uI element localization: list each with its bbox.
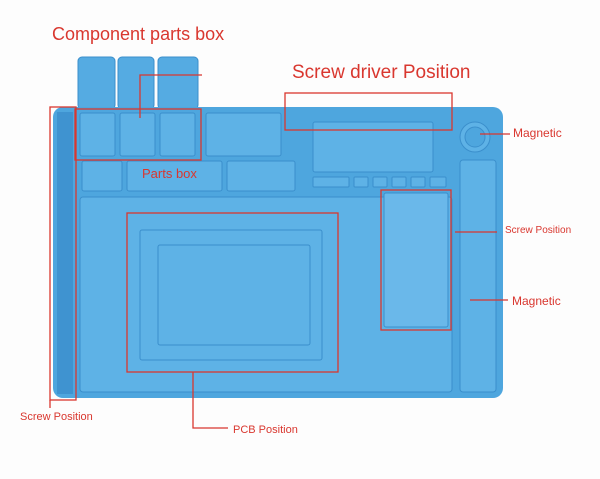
- annotation-lines: [49, 74, 510, 429]
- label-screw-position-left: Screw Position: [20, 411, 93, 423]
- mat-compartments: [79, 112, 497, 393]
- label-magnetic-top: Magnetic: [513, 126, 562, 140]
- label-magnetic-right: Magnetic: [512, 294, 561, 308]
- label-parts-box: Parts box: [142, 166, 197, 181]
- label-pcb-position: PCB Position: [233, 424, 298, 436]
- component-boxes: [77, 56, 199, 110]
- label-component-parts-box: Component parts box: [52, 24, 225, 44]
- label-screw-position-right: Screw Position: [505, 225, 572, 236]
- left-screw-strip: [57, 112, 73, 394]
- label-screw-driver-position: Screw driver Position: [292, 62, 471, 83]
